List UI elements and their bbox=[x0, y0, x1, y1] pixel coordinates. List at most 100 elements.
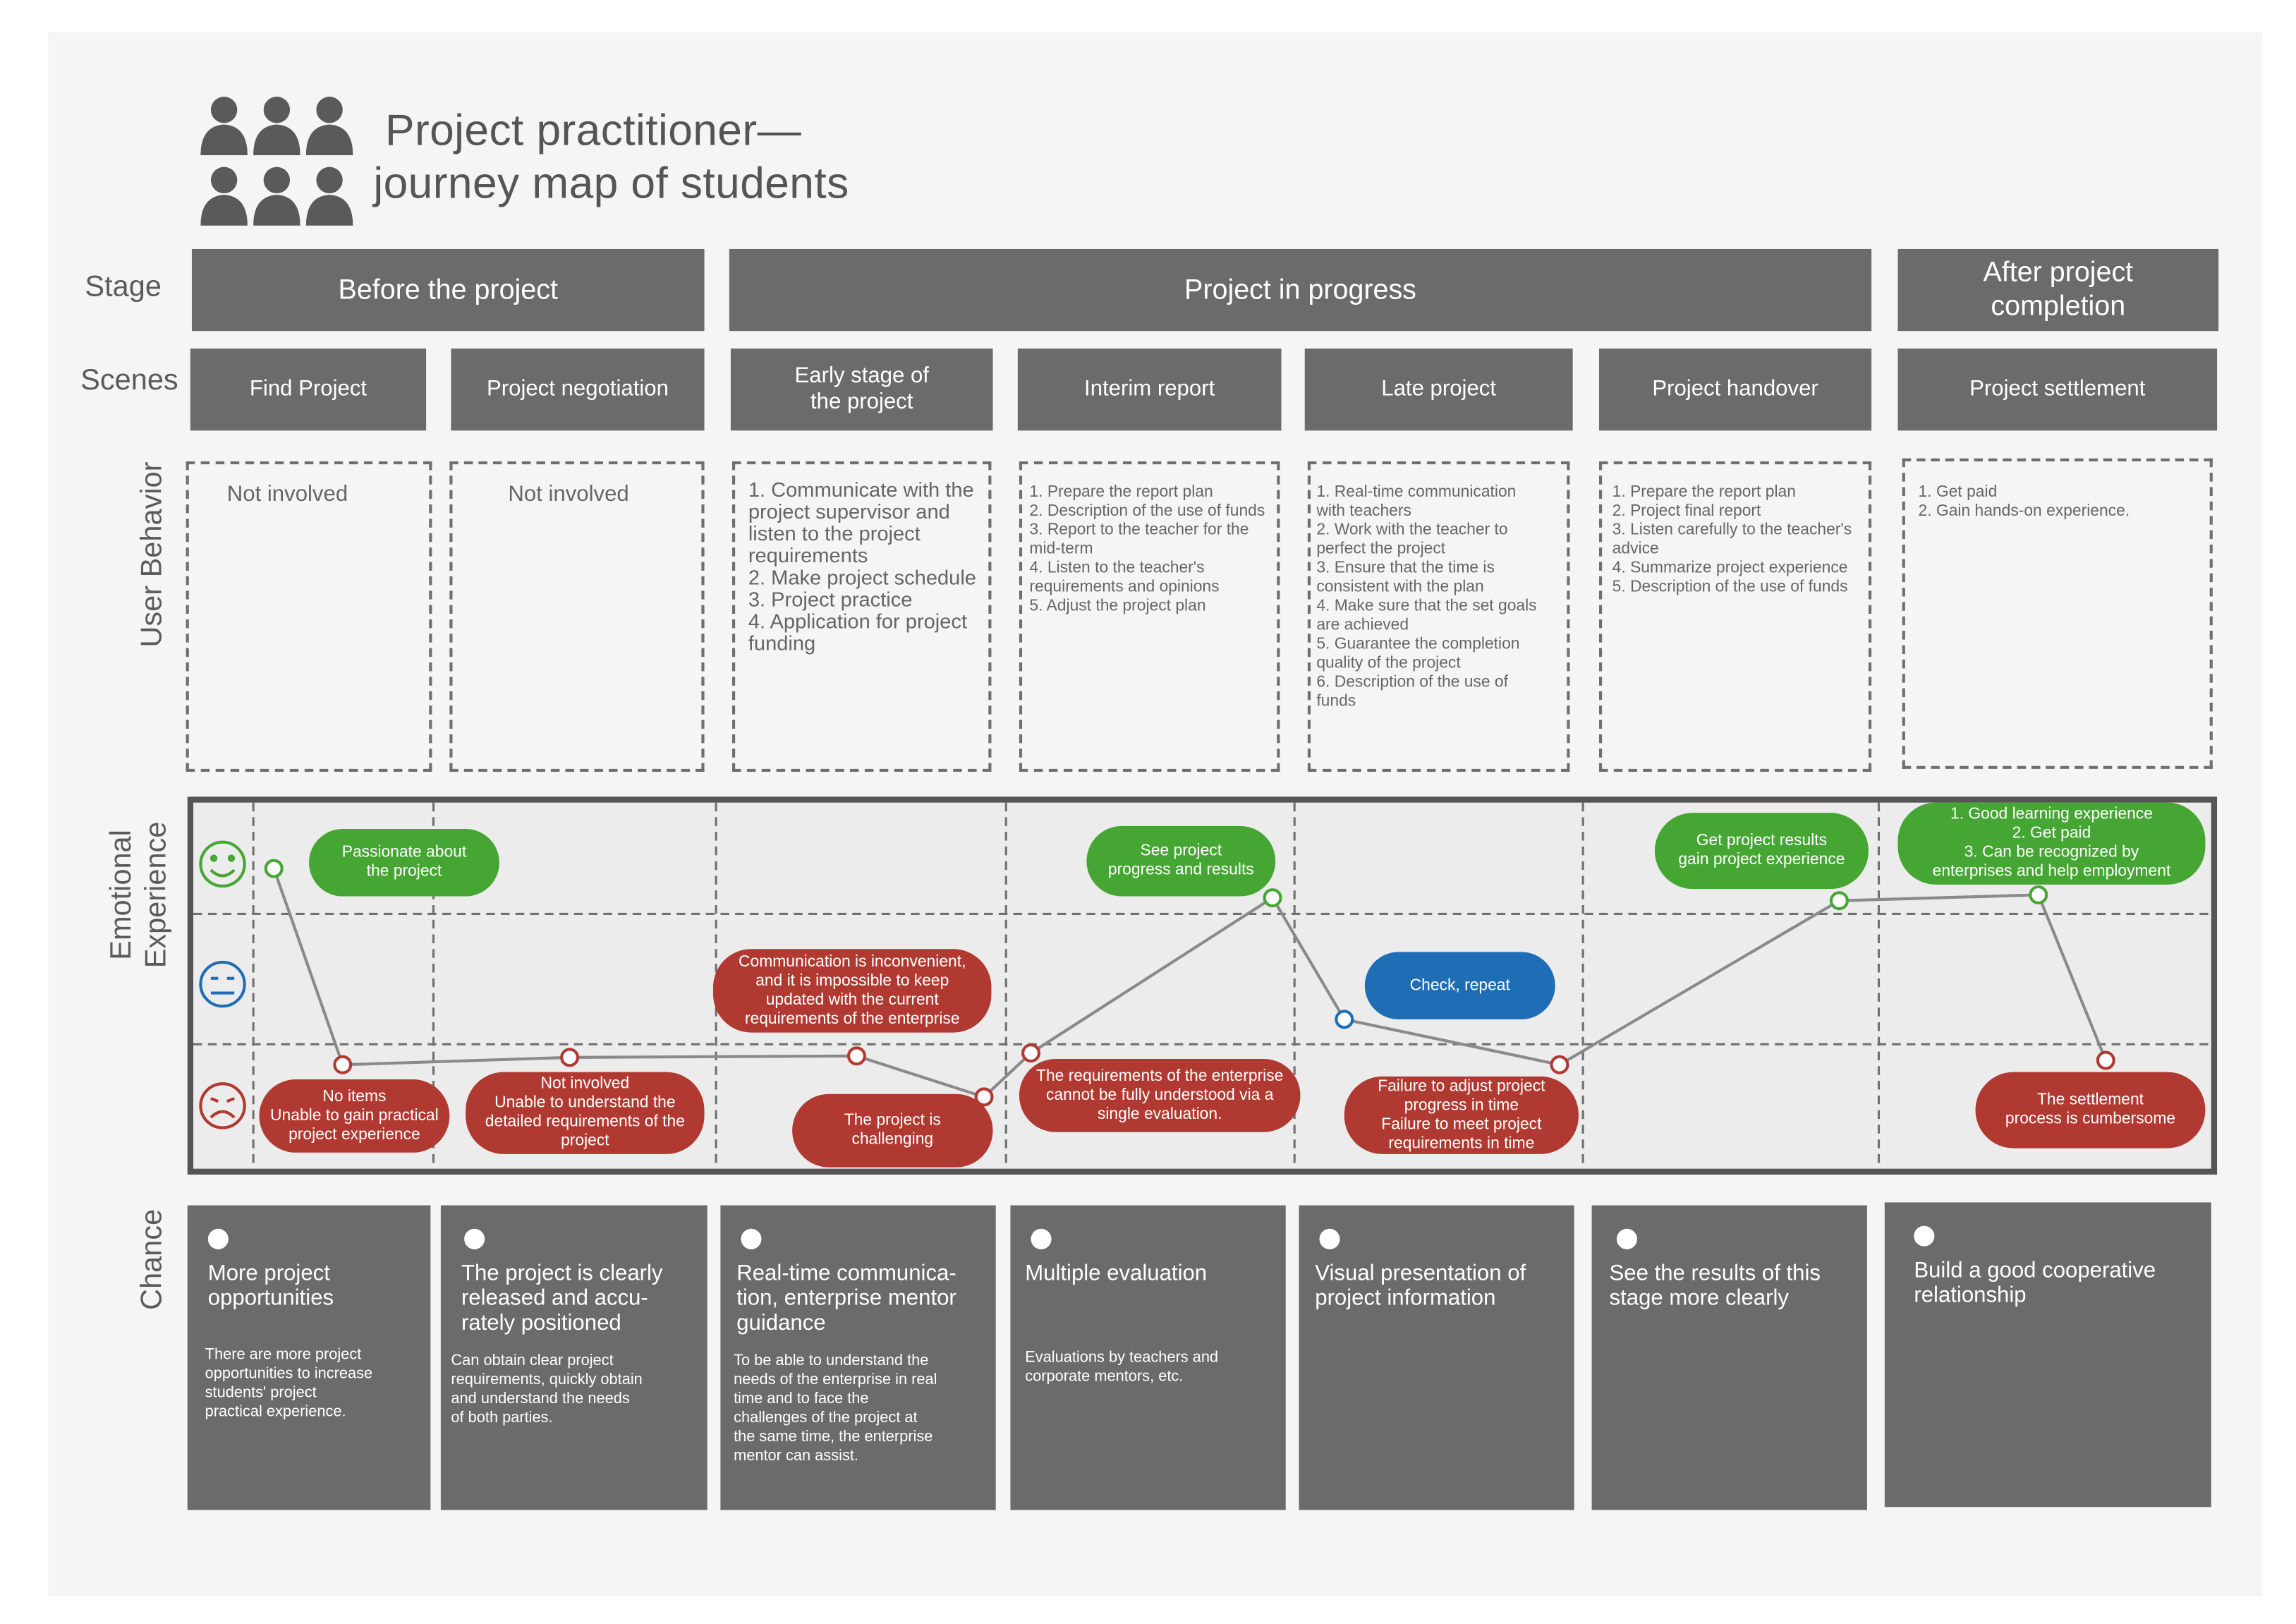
emotion-point-positive bbox=[1263, 888, 1282, 908]
behavior-line: quality of the project bbox=[1316, 654, 1461, 672]
chance-title-line: guidance bbox=[736, 1311, 826, 1336]
emotion-point-negative bbox=[846, 1046, 866, 1066]
behavior-line: mid-term bbox=[1029, 540, 1093, 558]
behavior-line: consistent with the plan bbox=[1316, 578, 1484, 596]
sad-face-icon bbox=[199, 1082, 246, 1129]
chance-title-line: released and accu- bbox=[461, 1285, 648, 1311]
bubble-line: challenging bbox=[851, 1130, 934, 1149]
bubble-line: progress and results bbox=[1107, 861, 1254, 879]
bubble-line: Not involved bbox=[540, 1074, 630, 1093]
scene-label-line: Late project bbox=[1381, 376, 1497, 401]
bubble-line: requirements in time bbox=[1388, 1134, 1535, 1152]
title-line-2: journey map of students bbox=[373, 159, 849, 208]
behavior-line: 1. Prepare the report plan bbox=[1612, 483, 1796, 501]
behavior-line: requirements and opinions bbox=[1029, 578, 1220, 596]
emotion-point-positive bbox=[264, 859, 284, 878]
bubble-line: Unable to gain practical bbox=[270, 1106, 439, 1125]
behavior-late-project: 1. Real-time communication with teachers… bbox=[1307, 461, 1570, 772]
bullet-dot-icon bbox=[207, 1228, 229, 1249]
smiling-face-icon bbox=[199, 840, 246, 888]
chance-desc-line: and understand the needs bbox=[451, 1390, 630, 1408]
bubble-line: enterprises and help employment bbox=[1932, 862, 2171, 880]
behavior-line: project supervisor and bbox=[748, 499, 950, 523]
emotion-point-negative bbox=[974, 1087, 994, 1107]
chance-desc-line: corporate mentors, etc. bbox=[1025, 1367, 1184, 1386]
emotion-bubble-positive: 1. Good learning experience 2. Get paid … bbox=[1897, 802, 2206, 885]
chance-card: The project is clearly released and accu… bbox=[440, 1205, 707, 1510]
bubble-line: single evaluation. bbox=[1097, 1105, 1222, 1123]
bubble-line: requirements of the enterprise bbox=[744, 1010, 960, 1028]
behavior-find-project: Not involved bbox=[186, 461, 432, 772]
behavior-line: 1. Prepare the report plan bbox=[1029, 483, 1213, 501]
behavior-line: 2. Project final report bbox=[1612, 502, 1761, 520]
bullet-dot-icon bbox=[464, 1228, 485, 1249]
scene-label-line: Project negotiation bbox=[487, 376, 669, 401]
behavior-line: 4. Listen to the teacher's bbox=[1029, 559, 1205, 577]
behavior-line: 1. Real-time communication bbox=[1316, 483, 1517, 501]
behavior-project-settlement: 1. Get paid 2. Gain hands-on experience. bbox=[1902, 458, 2213, 769]
chance-title-line: The project is clearly bbox=[461, 1261, 663, 1286]
stage-label-line: After project bbox=[1983, 257, 2134, 289]
behavior-project-negotiation: Not involved bbox=[449, 461, 705, 772]
chance-title: See the results of this stage more clear… bbox=[1610, 1261, 1856, 1311]
emotion-bubble-negative: The project is challenging bbox=[792, 1093, 993, 1168]
scene-label-line: Find Project bbox=[249, 376, 368, 401]
behavior-early-stage: 1. Communicate with the project supervis… bbox=[732, 461, 992, 772]
chance-title-line: tion, enterprise mentor bbox=[736, 1285, 956, 1311]
chance-desc-line: Evaluations by teachers and bbox=[1025, 1348, 1219, 1367]
emotion-bubble-negative: Not involved Unable to understand the de… bbox=[466, 1072, 705, 1154]
emotion-curve bbox=[264, 859, 2115, 1107]
emotion-bubble-negative: Failure to adjust project progress in ti… bbox=[1344, 1076, 1579, 1154]
chance-desc-line: challenges of the project at bbox=[734, 1409, 918, 1427]
emotion-bubble-positive: See project progress and results bbox=[1086, 825, 1276, 897]
stage-label-line: completion bbox=[1991, 291, 2126, 322]
chance-title: More project opportunities bbox=[208, 1261, 419, 1311]
bubble-line: 3. Can be recognized by bbox=[1964, 843, 2139, 861]
chance-title-line: opportunities bbox=[207, 1285, 334, 1311]
emotion-bubble-neutral: Check, repeat bbox=[1364, 952, 1555, 1019]
chance-description: Evaluations by teachers and corporate me… bbox=[1025, 1349, 1274, 1387]
stage-project-in-progress: Project in progress bbox=[729, 248, 1872, 332]
bubble-line: Get project results bbox=[1696, 832, 1828, 850]
behavior-line: listen to the project bbox=[748, 521, 921, 545]
chance-title-line: Build a good cooperative bbox=[1914, 1258, 2156, 1283]
emotion-bubble-negative: Communication is inconvenient, and it is… bbox=[713, 949, 992, 1033]
scene-find-project: Find Project bbox=[190, 349, 427, 431]
behavior-line: 5. Description of the use of funds bbox=[1612, 578, 1848, 596]
behavior-line: are achieved bbox=[1316, 616, 1409, 634]
chance-description: Can obtain clear project requirements, q… bbox=[451, 1352, 696, 1428]
chance-desc-line: mentor can assist. bbox=[734, 1447, 858, 1465]
emotion-bubble-positive: Passionate about the project bbox=[309, 829, 499, 897]
chance-card: Multiple evaluation Evaluations by teach… bbox=[1010, 1205, 1286, 1510]
chance-card: Real-time communica- tion, enterprise me… bbox=[720, 1205, 996, 1510]
chance-title-line: Multiple evaluation bbox=[1025, 1261, 1208, 1286]
chance-desc-line: the same time, the enterprise bbox=[734, 1428, 933, 1446]
scene-label-line: Early stage of bbox=[794, 363, 929, 389]
behavior-line: 5. Adjust the project plan bbox=[1029, 598, 1206, 615]
scene-project-negotiation: Project negotiation bbox=[451, 349, 705, 431]
stage-before-project: Before the project bbox=[191, 248, 705, 332]
bubble-line: project bbox=[561, 1132, 609, 1150]
chance-desc-line: needs of the enterprise in real bbox=[734, 1371, 937, 1389]
behavior-line: 4. Make sure that the set goals bbox=[1316, 598, 1537, 615]
bubble-line: See project bbox=[1140, 842, 1222, 860]
chance-desc-line: requirements, quickly obtain bbox=[451, 1371, 643, 1389]
bubble-line: 2. Get paid bbox=[2012, 824, 2091, 842]
emotion-bubble-negative: The requirements of the enterprise canno… bbox=[1019, 1058, 1301, 1132]
behavior-line: advice bbox=[1612, 540, 1659, 558]
behavior-line: 1. Communicate with the bbox=[748, 477, 974, 501]
bubble-line: progress in time bbox=[1404, 1096, 1519, 1114]
bubble-line: and it is impossible to keep bbox=[755, 971, 949, 990]
chance-desc-line: To be able to understand the bbox=[734, 1352, 929, 1370]
chance-title: Multiple evaluation bbox=[1025, 1261, 1274, 1285]
emotion-point-negative bbox=[333, 1055, 353, 1074]
behavior-line: 6. Description of the use of bbox=[1316, 673, 1508, 691]
bubble-line: cannot be fully understood via a bbox=[1045, 1086, 1274, 1104]
chance-card: Build a good cooperative relationship bbox=[1884, 1202, 2211, 1508]
behavior-line: 4. Summarize project experience bbox=[1612, 559, 1848, 577]
bullet-dot-icon bbox=[1031, 1228, 1052, 1249]
behavior-line: 2. Work with the teacher to bbox=[1316, 521, 1508, 539]
scenes-row-label: Scenes bbox=[80, 364, 178, 397]
